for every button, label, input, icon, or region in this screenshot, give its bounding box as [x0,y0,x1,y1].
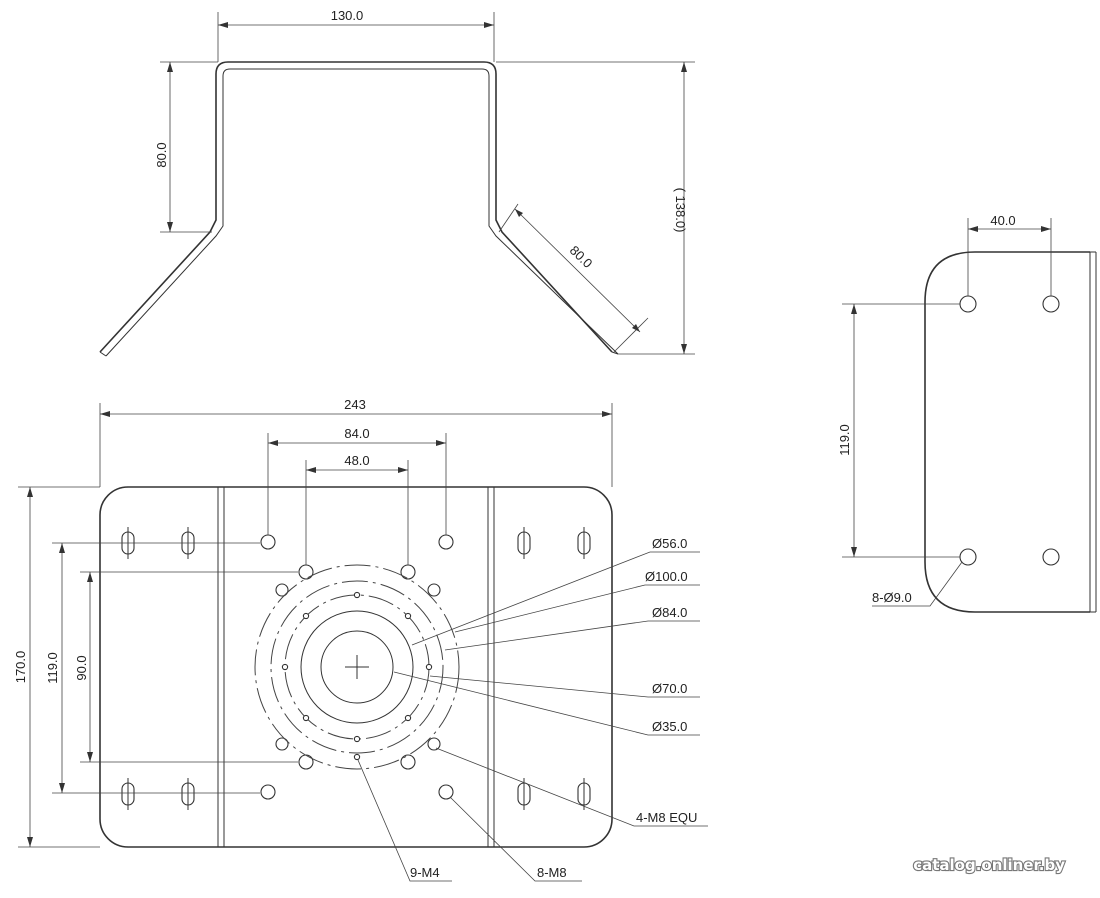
bracket-profile-outer [99,61,613,353]
arrow [27,837,33,847]
arrow [851,304,857,314]
side-hole [1042,548,1060,566]
side-plate-outline [924,251,1090,613]
top-view: 130.0 80.0 ( 138.0) 80.0 [99,8,695,357]
arrow [100,411,110,417]
callout-m8-equ: 4-M8 EQU [636,810,697,825]
arrow [268,440,278,446]
top-width-label: 130.0 [331,8,364,23]
circle-d56 [300,610,414,724]
callout-d100: Ø100.0 [645,569,688,584]
arrow [398,467,408,473]
plate-bolt-spacing-inner-label: 48.0 [344,453,369,468]
bracket-profile-inner [105,68,619,357]
watermark-text: catalog.onliner.by [913,856,1065,874]
leader-m4 [357,759,452,882]
arrow [436,440,446,446]
arrow [968,226,978,232]
m4-hole [302,612,310,620]
side-view: 40.0 119.0 8-Ø9.0 [837,213,1097,613]
arrow [1041,226,1051,232]
m4-hole [353,735,361,743]
callout-d56: Ø56.0 [652,536,687,551]
m4-hole [281,663,289,671]
m4-hole [404,714,412,722]
callout-m4: 9-M4 [410,865,440,880]
arrow [681,344,687,354]
arrow [306,467,316,473]
callout-d84: Ø84.0 [652,605,687,620]
m4-hole [353,753,361,761]
m4-hole [353,591,361,599]
leader-side-hole [872,561,963,607]
arrow [167,222,173,232]
m8-equ-hole [275,737,289,751]
plate-slot-spacing-label: 119.0 [45,652,60,684]
arrow [632,324,640,332]
plate-height-label: 170.0 [13,651,28,684]
plate-width-label: 243 [344,397,366,412]
bolt-hole [298,754,314,770]
m8-hole [438,784,454,800]
arrow [681,62,687,72]
m8-equ-hole [427,737,441,751]
arrow [851,547,857,557]
m4-hole [425,663,433,671]
leader-d100 [454,584,700,633]
arrow [87,752,93,762]
callout-m8: 8-M8 [537,865,567,880]
leader-d56 [411,551,700,646]
side-hole [959,295,977,313]
plate-inner-spacing-label: 90.0 [74,655,89,680]
leader-m8 [449,796,582,882]
m8-hole [260,534,276,550]
plate-bolt-spacing-outer-label: 84.0 [344,426,369,441]
arrow [218,22,228,28]
mounting-slots [121,527,591,810]
side-hole-spacing-label: 40.0 [990,213,1015,228]
bolt-hole [400,564,416,580]
callout-d35: Ø35.0 [652,719,687,734]
m4-hole [302,714,310,722]
arrow [27,487,33,497]
arrow [602,411,612,417]
leader-m8-equ [435,747,708,827]
side-hole [959,548,977,566]
plate-outline [99,486,613,848]
side-hole [1042,295,1060,313]
leader-d35 [393,671,700,736]
arrow [167,62,173,72]
arrow [87,572,93,582]
m4-holes [281,591,433,761]
m8-equ-hole [427,583,441,597]
dim-ext [613,317,649,353]
bolt-hole [400,754,416,770]
plate-view: 243 84.0 48.0 170.0 119.0 [13,397,708,882]
m4-hole [404,612,412,620]
top-height-label: 80.0 [154,142,169,167]
arrow [59,543,65,553]
dim-line-flange-80 [514,208,641,333]
leader-d84 [444,620,700,651]
side-height-label: 119.0 [837,424,852,456]
circle-d100 [254,564,460,770]
top-flange-label: 80.0 [567,243,596,271]
dim-ext [498,203,519,233]
side-hole-label: 8-Ø9.0 [872,590,912,605]
callout-d70: Ø70.0 [652,681,687,696]
arrow [59,783,65,793]
m8-hole [438,534,454,550]
profile-end-right [611,351,619,355]
circle-d84 [270,580,444,754]
profile-end-left [99,351,107,357]
circle-d35 [320,630,394,704]
top-overall-height-label: ( 138.0) [673,188,688,233]
arrow [515,209,523,217]
m8-hole [260,784,276,800]
m8-equ-hole [275,583,289,597]
arrow [484,22,494,28]
bolt-hole [298,564,314,580]
leader-d70 [429,675,700,698]
